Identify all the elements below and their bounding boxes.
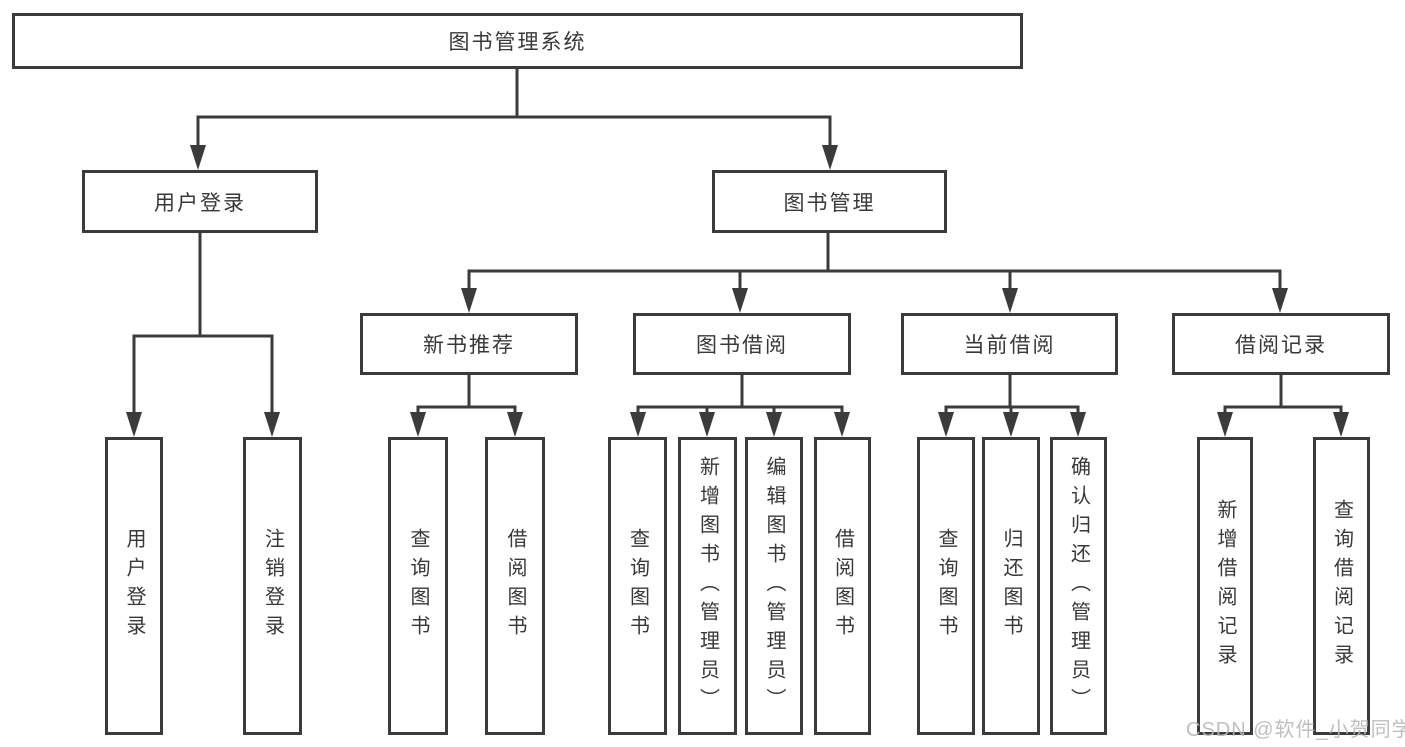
node-label: 图书借阅 bbox=[696, 334, 788, 357]
leaf-query-books-3: 查询图书 bbox=[917, 437, 975, 735]
node-borrowing-records: 借阅记录 bbox=[1172, 313, 1390, 375]
node-library-system: 图书管理系统 bbox=[12, 13, 1023, 69]
node-book-management: 图书管理 bbox=[712, 170, 947, 233]
node-current-borrowing: 当前借阅 bbox=[901, 313, 1118, 375]
csdn-watermark: CSDN @软件_小贺同学 bbox=[1186, 719, 1405, 741]
leaf-borrow-books: 借阅图书 bbox=[485, 437, 545, 735]
node-label: 用户登录 bbox=[154, 191, 246, 215]
node-label: 当前借阅 bbox=[963, 334, 1056, 357]
leaf-logout: 注销登录 bbox=[243, 437, 302, 735]
leaf-add-books-admin: 新增图书（管理员） bbox=[678, 437, 737, 735]
leaf-confirm-return-admin: 确认归还（管理员） bbox=[1050, 437, 1107, 735]
node-user-login-module: 用户登录 bbox=[82, 170, 318, 233]
node-label: 图书管理系统 bbox=[448, 31, 587, 54]
leaf-borrow-books-2: 借阅图书 bbox=[814, 437, 871, 735]
leaf-query-books-2: 查询图书 bbox=[608, 437, 667, 735]
arrowhead-icons bbox=[126, 145, 1349, 437]
node-label: 新书推荐 bbox=[423, 334, 515, 357]
node-new-book-recommend: 新书推荐 bbox=[360, 313, 578, 375]
leaf-edit-books-admin: 编辑图书（管理员） bbox=[745, 437, 803, 735]
node-label: 图书管理 bbox=[783, 191, 876, 215]
leaf-query-books: 查询图书 bbox=[388, 437, 448, 735]
leaf-return-books: 归还图书 bbox=[982, 437, 1040, 735]
leaf-add-borrow-record: 新增借阅记录 bbox=[1197, 437, 1253, 735]
node-label: 借阅记录 bbox=[1235, 334, 1327, 357]
leaf-query-borrow-record: 查询借阅记录 bbox=[1313, 437, 1370, 735]
node-book-borrowing: 图书借阅 bbox=[633, 313, 851, 375]
leaf-user-login: 用户登录 bbox=[105, 437, 163, 735]
